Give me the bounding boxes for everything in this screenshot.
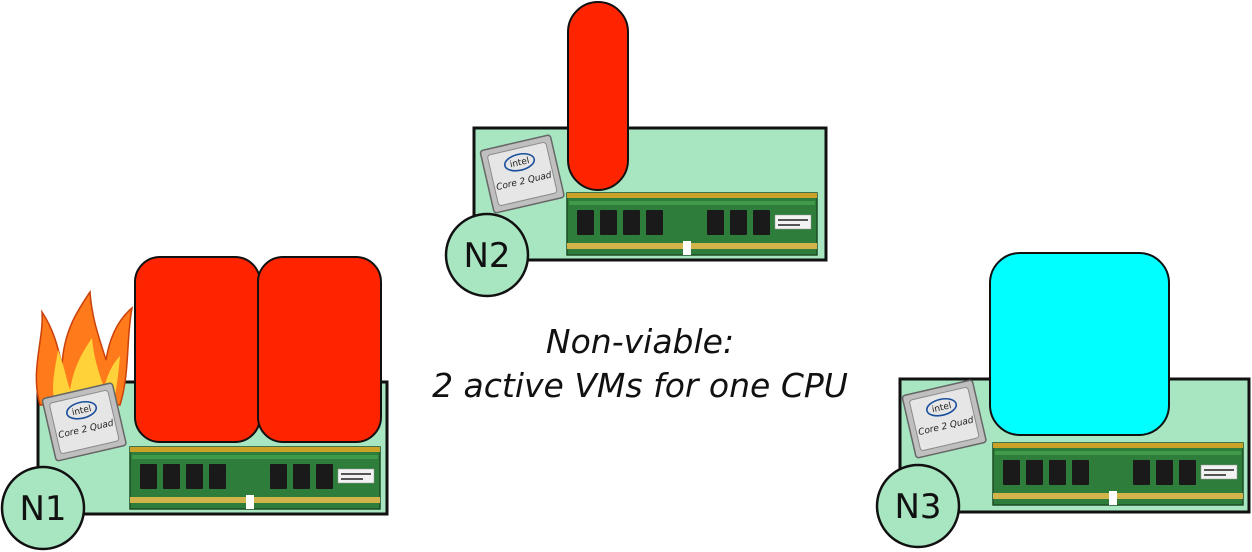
caption-line-2: 2 active VMs for one CPU <box>432 366 848 405</box>
node-badge <box>875 463 961 549</box>
ram-module-icon <box>992 442 1244 506</box>
caption-line-1: Non-viable: <box>545 322 735 361</box>
node-label: N3 <box>894 487 941 527</box>
node-label: N1 <box>19 489 66 529</box>
node-label: N2 <box>463 236 510 276</box>
node-n1: N1 <box>0 256 389 551</box>
vm-block-idle <box>989 252 1170 436</box>
diagram-caption: Non-viable: 2 active VMs for one CPU <box>395 320 885 408</box>
node-badge <box>444 212 530 298</box>
ram-module-icon <box>566 192 818 256</box>
ram-module-icon <box>129 446 381 510</box>
node-n2: N2 <box>444 1 828 298</box>
vm-block-active <box>134 256 261 443</box>
node-n3: N3 <box>875 252 1251 549</box>
node-badge <box>0 465 86 551</box>
vm-block-active <box>567 1 629 191</box>
vm-block-active <box>257 256 382 443</box>
fire-icon <box>35 289 134 406</box>
